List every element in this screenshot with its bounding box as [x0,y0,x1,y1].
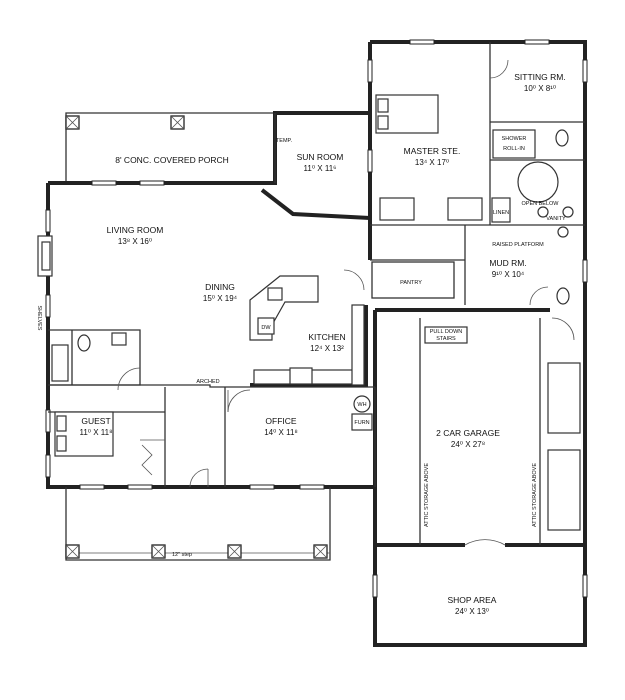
sitting-rm-name: SITTING RM. [514,72,565,82]
doors [117,59,575,546]
master-dressers [379,197,483,221]
garage-dims: 24⁰ X 27⁸ [451,440,485,449]
sink-icon [562,206,574,218]
dining-dims: 15⁰ X 19⁴ [203,294,238,303]
master-bed-icon [375,94,439,134]
tub-icon [51,344,69,382]
toilet-icon [77,334,91,352]
guest-name: GUEST [81,416,110,426]
garage-bay [547,362,581,434]
stairs-label: STAIRS [436,336,456,342]
shower-label: SHOWER [502,136,527,142]
living-room-dims: 13⁸ X 16⁰ [118,237,152,246]
dining-name: DINING [205,282,235,292]
vanity-label: VANITY [546,216,566,222]
shop-area-name: SHOP AREA [448,595,497,605]
sink-icon [111,332,127,346]
garage-features: PULL DOWN STAIRS ATTIC STORAGE ABOVE ATT… [424,326,581,531]
temp-label: TEMP. [276,138,293,144]
water-heater-icon [353,395,371,413]
dw-label: DW [261,325,271,331]
arched-label: ARCHED [196,379,219,385]
wh-label: WH [357,402,366,408]
guest-closet [140,439,165,476]
furn-label: FURN [354,420,369,426]
room-labels: SITTING RM. 10⁰ X 8¹⁰ MASTER STE. 13⁴ X … [36,72,566,616]
guest-dims: 11⁰ X 11⁸ [80,428,113,437]
master-ste-name: MASTER STE. [404,146,461,156]
office-dims: 14⁰ X 11⁸ [264,428,298,437]
living-room-name: LIVING ROOM [107,225,164,235]
pull-down-label: PULL DOWN [430,329,463,335]
sink-icon [267,287,283,301]
roll-in-label: ROLL-IN [503,146,525,152]
attic-left-label: ATTIC STORAGE ABOVE [424,463,430,527]
step-note: 12" step [172,552,192,558]
toilet-icon [555,129,569,147]
pantry-label: PANTRY [400,280,422,286]
fireplace [37,235,53,277]
shelves-label: SHELVES [36,306,42,331]
open-below-icon [517,161,559,203]
raised-platform-label: RAISED PLATFORM [492,242,544,248]
office-name: OFFICE [265,416,296,426]
furnace-icon [351,413,373,431]
mechanical: WH FURN [351,395,373,431]
front-porch: 12" step [65,487,331,561]
pull-down-stairs [424,326,468,344]
bath-fixtures: SHOWER ROLL-IN OPEN BELOW LINEN VANITY R… [51,129,574,382]
garage-bay [547,449,581,531]
covered-porch: 8' CONC. COVERED PORCH [65,112,276,183]
shower-icon [492,129,536,159]
toilet-icon [556,287,570,305]
attic-right-label: ATTIC STORAGE ABOVE [532,463,538,527]
garage-name: 2 CAR GARAGE [436,428,500,438]
mud-rm-name: MUD RM. [489,258,526,268]
porch-label: 8' CONC. COVERED PORCH [115,155,229,165]
open-below-label: OPEN BELOW [522,201,560,207]
windows [45,39,588,598]
sitting-rm-dims: 10⁰ X 8¹⁰ [524,84,556,93]
kitchen-dims: 12⁴ X 13² [310,344,344,353]
sink-icon [537,206,549,218]
linen-closet [491,197,511,223]
range-icon [289,367,313,385]
master-ste-dims: 13⁴ X 17⁰ [415,158,449,167]
linen-label: LINEN [493,210,509,216]
sink-icon [557,226,569,238]
shop-area-dims: 24⁰ X 13⁰ [455,607,489,616]
kitchen-name: KITCHEN [308,332,345,342]
sun-room-name: SUN ROOM [297,152,344,162]
sun-room-dims: 11⁰ X 11⁶ [304,164,337,173]
dishwasher-icon [257,317,275,335]
guest-bed-icon [54,411,114,457]
mud-rm-dims: 9¹⁰ X 10⁴ [492,270,525,279]
kitchen-fixtures: DW [249,275,365,386]
